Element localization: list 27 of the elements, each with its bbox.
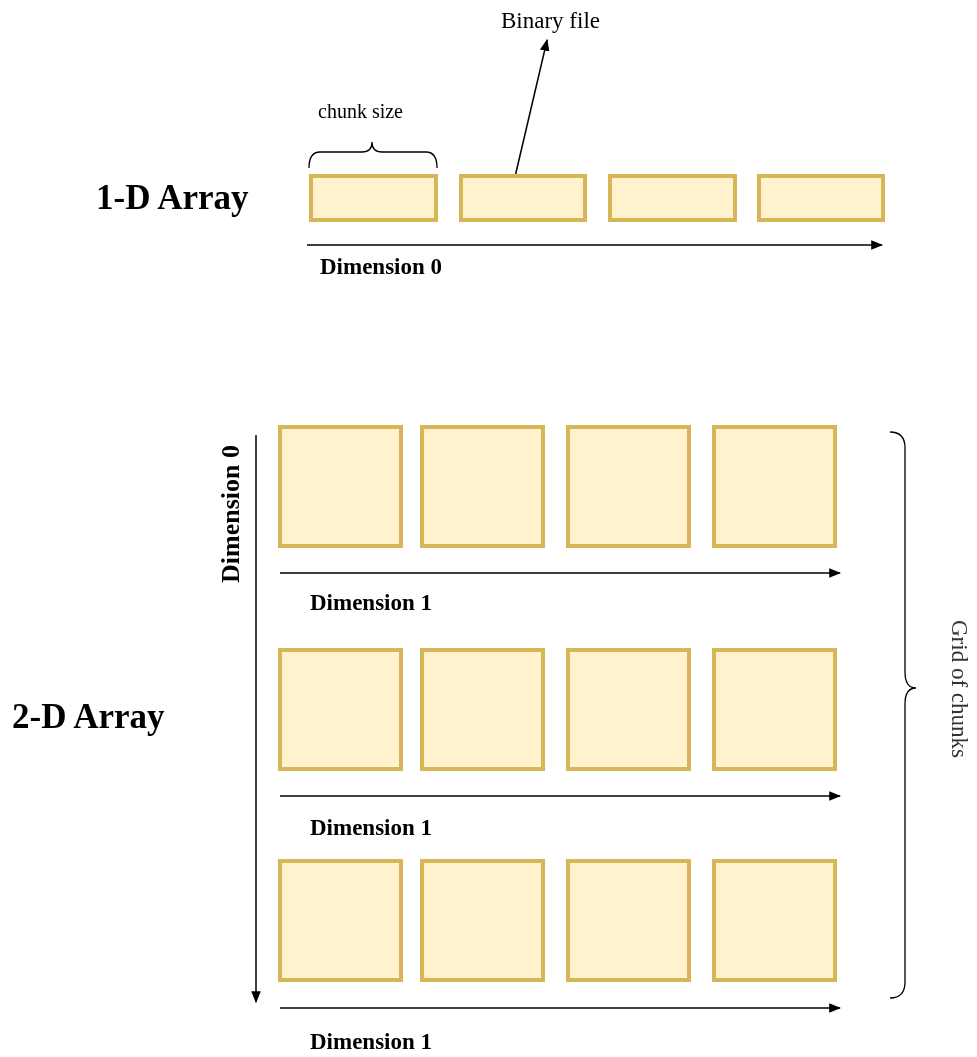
chunk-box xyxy=(309,174,438,222)
chunk-box xyxy=(420,425,545,548)
leader-line xyxy=(514,38,550,175)
chunk-box xyxy=(566,648,691,771)
axis-label: Grid of chunks xyxy=(946,620,972,758)
text-label: Dimension 1 xyxy=(310,590,433,616)
chunk-box xyxy=(459,174,587,222)
chunk-box xyxy=(608,174,737,222)
chunk-box xyxy=(757,174,885,222)
axis-label: Dimension 0 xyxy=(216,445,246,583)
chunk-box xyxy=(420,648,545,771)
chunk-box xyxy=(566,859,691,982)
text-label: Dimension 0 xyxy=(320,254,443,280)
chunk-box xyxy=(420,859,545,982)
chunk-box xyxy=(712,425,837,548)
text-label: Dimension 1 xyxy=(310,1029,433,1055)
callout-label: Binary file xyxy=(478,6,623,36)
chunk-box xyxy=(278,425,403,548)
chunk-box xyxy=(278,648,403,771)
chunk-box xyxy=(712,648,837,771)
chunk-box xyxy=(566,425,691,548)
chunk-box xyxy=(278,859,403,982)
chunk-box xyxy=(712,859,837,982)
text-label: chunk size xyxy=(318,100,403,123)
array-title: 2-D Array xyxy=(12,697,165,737)
text-label: Dimension 1 xyxy=(310,815,433,841)
array-title: 1-D Array xyxy=(96,178,249,218)
